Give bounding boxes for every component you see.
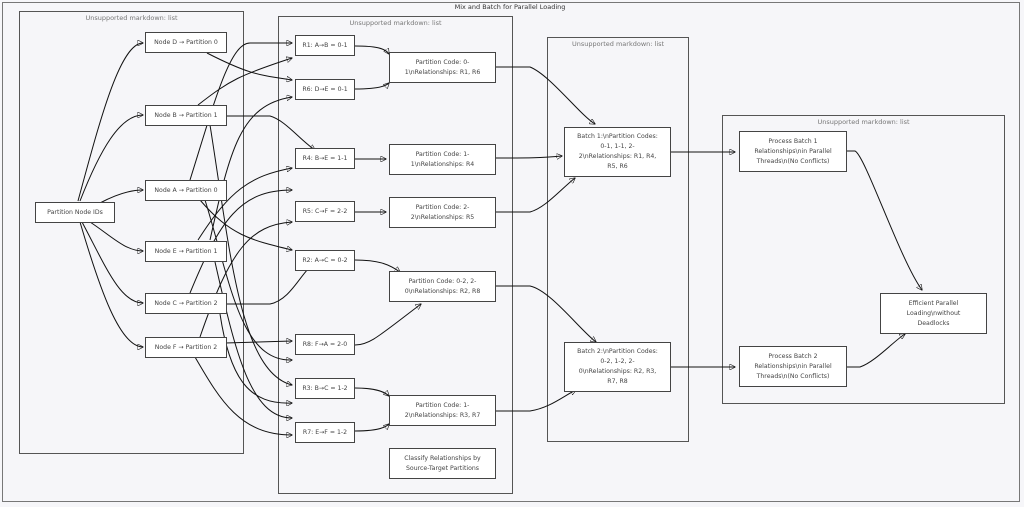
cluster-label: Unsupported markdown: list (85, 14, 178, 22)
node-b-partition[interactable]: Node B → Partition 1 (145, 105, 227, 126)
node-e-partition[interactable]: Node E → Partition 1 (145, 241, 227, 262)
partition-code-2-2[interactable]: Partition Code: 2- 2\nRelationships: R5 (389, 197, 496, 228)
process-batch-2[interactable]: Process Batch 2 Relationships\nin Parall… (739, 346, 847, 387)
partition-code-1-1[interactable]: Partition Code: 1- 1\nRelationships: R4 (389, 144, 496, 175)
node-d-partition[interactable]: Node D → Partition 0 (145, 32, 227, 53)
classify-relationships[interactable]: Classify Relationships by Source-Target … (389, 448, 496, 479)
relationship-r7[interactable]: R7: E→F = 1-2 (295, 422, 355, 443)
partition-code-1-2[interactable]: Partition Code: 1- 2\nRelationships: R3,… (389, 395, 496, 426)
cluster-label: Unsupported markdown: list (349, 19, 442, 27)
relationship-r3[interactable]: R3: B→C = 1-2 (295, 378, 355, 399)
process-batch-1[interactable]: Process Batch 1 Relationships\nin Parall… (739, 131, 847, 172)
batch-2[interactable]: Batch 2:\nPartition Codes: 0-2, 1-2, 2- … (564, 342, 671, 392)
relationship-r5[interactable]: R5: C→F = 2-2 (295, 201, 355, 222)
cluster-label: Unsupported markdown: list (817, 118, 910, 126)
diagram-title: Mix and Batch for Parallel Loading (454, 3, 566, 11)
partition-code-0-2-2-0[interactable]: Partition Code: 0-2, 2- 0\nRelationships… (389, 271, 496, 302)
relationship-r6[interactable]: R6: D→E = 0-1 (295, 79, 355, 100)
batch-1[interactable]: Batch 1:\nPartition Codes: 0-1, 1-1, 2- … (564, 127, 671, 177)
partition-node-ids[interactable]: Partition Node IDs (35, 202, 115, 223)
node-c-partition[interactable]: Node C → Partition 2 (145, 293, 227, 314)
relationship-r1[interactable]: R1: A→B = 0-1 (295, 35, 355, 56)
relationship-r2[interactable]: R2: A→C = 0-2 (295, 250, 355, 271)
efficient-parallel-loading[interactable]: Efficient Parallel Loading\nwithout Dead… (880, 293, 987, 334)
node-a-partition[interactable]: Node A → Partition 0 (145, 180, 227, 201)
relationship-r8[interactable]: R8: F→A = 2-0 (295, 334, 355, 355)
cluster-label: Unsupported markdown: list (571, 40, 665, 48)
cluster-node-partitions: Unsupported markdown: list (19, 11, 244, 454)
relationship-r4[interactable]: R4: B→E = 1-1 (295, 148, 355, 169)
partition-code-0-1[interactable]: Partition Code: 0- 1\nRelationships: R1,… (389, 52, 496, 83)
node-f-partition[interactable]: Node F → Partition 2 (145, 337, 227, 358)
